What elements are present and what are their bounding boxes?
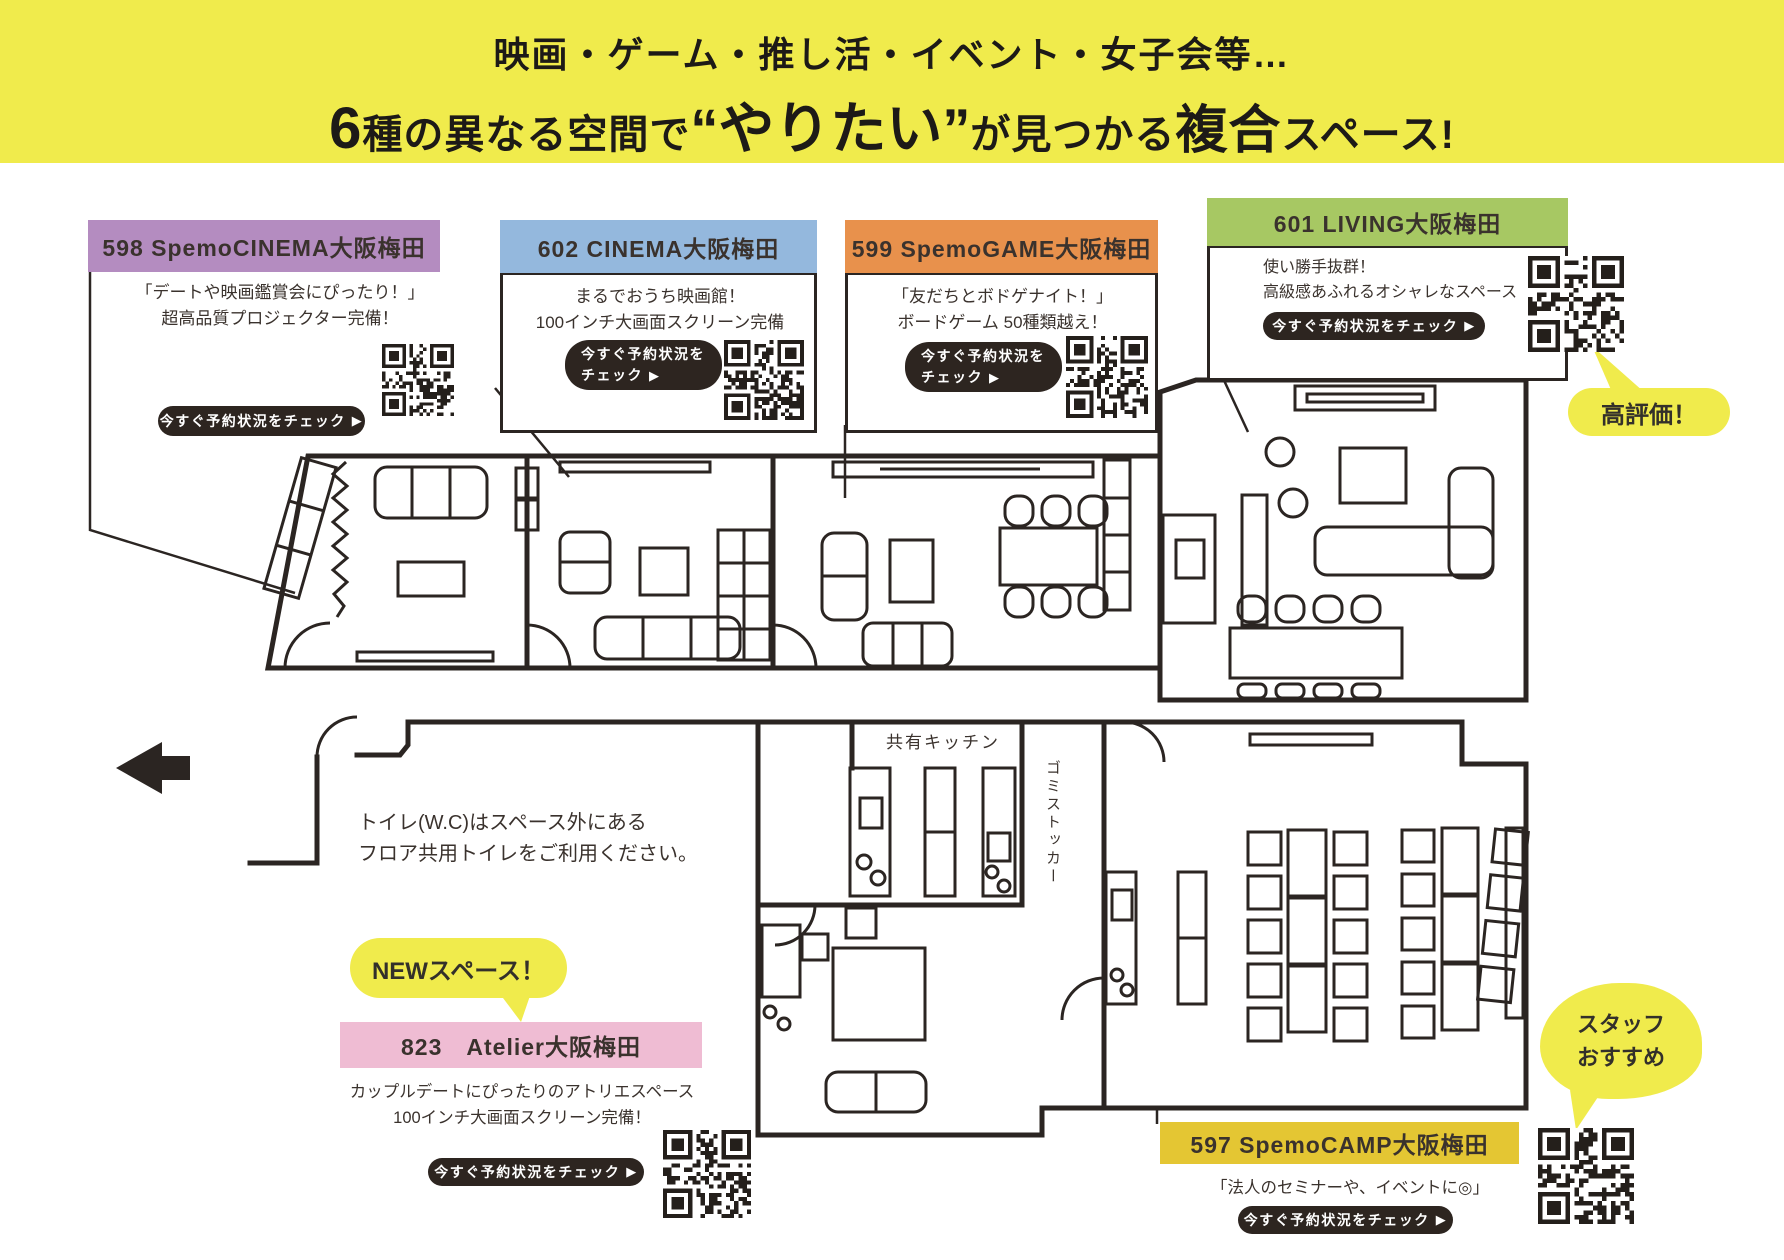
qr-code-601 xyxy=(1528,256,1624,352)
play-arrow-icon: ▶ xyxy=(649,368,661,383)
card-601-header: 601 LIVING大阪梅田 xyxy=(1207,198,1568,246)
card-597-desc1: 「法人のセミナーや、イベントに◎」 xyxy=(1211,1179,1489,1197)
card-602-desc2: 100インチ大画面スクリーン完備 xyxy=(535,313,785,333)
cta-label: 今すぐ予約状況をチェック xyxy=(159,413,346,429)
check-availability-button-597[interactable]: 今すぐ予約状況をチェック ▶ xyxy=(1238,1206,1453,1234)
kitchen-units xyxy=(848,766,1017,898)
door-arcs xyxy=(283,621,1166,1021)
room-597-furniture xyxy=(1104,732,1530,1043)
toilet-note: トイレ(W.C)はスペース外にある フロア共用トイレをご利用ください。 xyxy=(358,808,698,870)
card-599-header: 599 SpemoGAME大阪梅田 xyxy=(845,220,1158,273)
cta-label: 今すぐ予約状況をチェック xyxy=(1243,1212,1430,1228)
cta-line1: 今すぐ予約状況を xyxy=(581,346,705,362)
walls xyxy=(247,377,1529,1138)
play-arrow-icon: ▶ xyxy=(626,1164,638,1179)
high-rating-label: 高評価！ xyxy=(1601,401,1697,429)
card-823-desc1: カップルデートにぴったりのアトリエスペース xyxy=(349,1083,695,1101)
qr-code-602 xyxy=(724,340,804,420)
card-598-header: 598 SpemoCINEMA大阪梅田 xyxy=(88,220,440,272)
cta-line2: チェック xyxy=(581,367,643,383)
toilet-note-line2: フロア共用トイレをご利用ください。 xyxy=(358,843,698,865)
card-598-desc1: 「デートや映画鑑賞会にぴったり！」 xyxy=(135,283,425,302)
card-823-description: カップルデートにぴったりのアトリエスペース 100インチ大画面スクリーン完備！ xyxy=(348,1080,696,1131)
card-823-desc2: 100インチ大画面スクリーン完備！ xyxy=(393,1108,651,1127)
staff-recommend-line1: スタッフ xyxy=(1576,1012,1665,1037)
top-banner: 映画・ゲーム・推し活・イベント・女子会等… 6種の異なる空間で“やりたい”が見つ… xyxy=(0,0,1784,163)
cta-line2: チェック xyxy=(921,369,983,385)
qr-code-597 xyxy=(1538,1128,1634,1224)
qr-code-598 xyxy=(382,344,454,416)
check-availability-button-601[interactable]: 今すぐ予約状況をチェック ▶ xyxy=(1263,312,1485,340)
exit-arrow-icon xyxy=(116,742,190,794)
cta-label: 今すぐ予約状況をチェック xyxy=(1272,318,1459,334)
room-598-furniture xyxy=(262,455,540,663)
staff-recommend-line2: おすすめ xyxy=(1576,1045,1665,1070)
check-availability-button-602[interactable]: 今すぐ予約状況を チェック ▶ xyxy=(565,340,722,390)
new-space-label: NEWスペース！ xyxy=(371,957,546,985)
card-599-desc2: ボードゲーム 50種類越え！ xyxy=(897,313,1108,333)
card-598-desc2: 超高品質プロジェクター完備！ xyxy=(161,309,399,329)
card-602-desc1: まるでおうち映画館！ xyxy=(575,287,745,306)
card-601-description: 使い勝手抜群！ 高級感あふれるオシャレなスペース xyxy=(1263,256,1563,306)
toilet-note-line1: トイレ(W.C)はスペース外にある xyxy=(358,812,647,834)
play-arrow-icon: ▶ xyxy=(351,413,364,428)
room-602-furniture xyxy=(558,460,772,662)
banner-line2-c: スペース! xyxy=(1281,113,1455,157)
banner-fukugo: 複合 xyxy=(1175,102,1282,160)
card-601-desc2: 高級感あふれるオシャレなスペース xyxy=(1263,283,1518,301)
new-space-bubble: NEWスペース！ xyxy=(350,938,567,998)
room-601-furniture xyxy=(1161,384,1495,700)
room-823-furniture xyxy=(760,906,928,1114)
check-availability-button-598[interactable]: 今すぐ予約状況をチェック ▶ xyxy=(158,406,365,436)
card-823-header: 823 Atelier大阪梅田 xyxy=(340,1022,702,1068)
garbage-stocker-label: ゴミストッカー xyxy=(1044,760,1061,886)
play-arrow-icon: ▶ xyxy=(1435,1212,1448,1227)
card-598-description: 「デートや映画鑑賞会にぴったり！」 超高品質プロジェクター完備！ xyxy=(110,280,450,333)
play-arrow-icon: ▶ xyxy=(989,370,1001,385)
cta-line1: 今すぐ予約状況を xyxy=(921,348,1045,364)
banner-line1: 映画・ゲーム・推し活・イベント・女子会等… xyxy=(493,34,1291,75)
bubble-tails xyxy=(497,346,1644,1130)
card-601-desc1: 使い勝手抜群！ xyxy=(1263,259,1376,276)
qr-code-823 xyxy=(663,1130,751,1218)
room-599-furniture xyxy=(820,458,1132,668)
shared-kitchen-label: 共有キッチン xyxy=(886,733,1000,752)
card-599-description: 「友だちとボドゲナイト！」 ボードゲーム 50種類越え！ xyxy=(855,284,1150,337)
cta-line2-wrap: チェック ▶ xyxy=(921,367,1001,388)
cta-line2-wrap: チェック ▶ xyxy=(581,365,661,386)
staff-recommend-bubble: スタッフ おすすめ xyxy=(1540,983,1702,1099)
card-599-desc1: 「友だちとボドゲナイト！」 xyxy=(892,287,1113,306)
card-602-description: まるでおうち映画館！ 100インチ大画面スクリーン完備 xyxy=(510,284,810,337)
banner-line2: 6種の異なる空間で“やりたい”が見つかる複合スペース! xyxy=(0,84,1784,165)
card-597-header: 597 SpemoCAMP大阪梅田 xyxy=(1160,1122,1519,1164)
check-availability-button-599[interactable]: 今すぐ予約状況を チェック ▶ xyxy=(905,342,1062,392)
banner-number-6: 6 xyxy=(329,96,363,161)
banner-line2-b: が見つかる xyxy=(970,113,1176,157)
card-597-description: 「法人のセミナーや、イベントに◎」 xyxy=(1205,1176,1495,1202)
cta-label: 今すぐ予約状況をチェック xyxy=(434,1164,621,1180)
check-availability-button-823[interactable]: 今すぐ予約状況をチェック ▶ xyxy=(428,1158,644,1186)
card-602-header: 602 CINEMA大阪梅田 xyxy=(500,220,817,273)
high-rating-bubble: 高評価！ xyxy=(1568,388,1730,436)
play-arrow-icon: ▶ xyxy=(1464,318,1476,333)
qr-code-599 xyxy=(1066,336,1148,418)
banner-quote-yaritai: “やりたい” xyxy=(690,97,971,160)
banner-line2-a: 種の異なる空間で xyxy=(362,113,691,157)
